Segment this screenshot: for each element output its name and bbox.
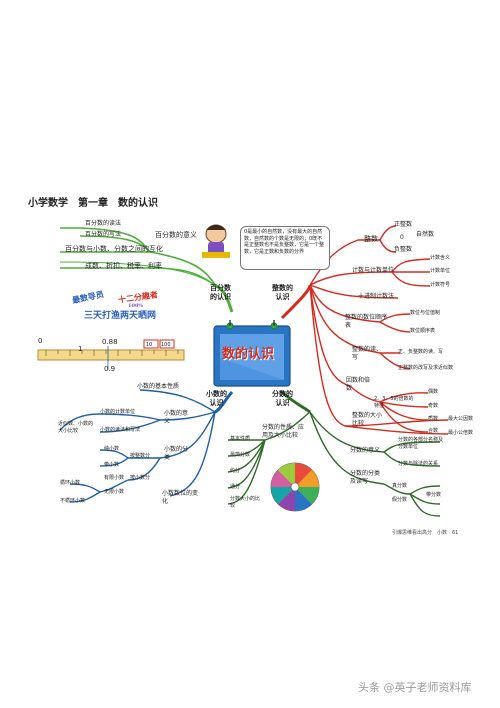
integer-node: 整数 bbox=[364, 235, 378, 243]
percent-conversion-node: 百分数与小数、分数之间的互化 bbox=[65, 245, 163, 253]
lcm-node: 最小公倍数 bbox=[448, 430, 474, 436]
decimal-read-write-node: 小数的读法和写法 bbox=[100, 427, 141, 433]
percent-branch-lines bbox=[59, 227, 234, 313]
decimal-system-node: 十进制计数法 bbox=[358, 293, 395, 300]
page-footer: 引爆思维看出高分 小数 61 bbox=[392, 530, 459, 536]
proper-fraction-node: 真分数 bbox=[392, 483, 408, 489]
fraction-meaning-node: 分数的意义 bbox=[350, 447, 381, 454]
watermark: 头条 @英子老师资料库 bbox=[358, 681, 472, 694]
fraction-pie-illustration bbox=[268, 460, 322, 514]
percent-writing-node: 百分数的写法 bbox=[85, 231, 122, 238]
even-node: 偶数 bbox=[428, 389, 439, 395]
fraction-property-apply-node: 分数的性质、应用及大小比较 bbox=[262, 424, 305, 439]
percent-branch-label: 百分数 的认识 bbox=[210, 284, 231, 302]
fraction-branch-lines bbox=[227, 390, 441, 517]
fraction-compare-node: 分数大小的比较 bbox=[230, 496, 261, 509]
positive-integer-node: 正整数 bbox=[394, 221, 413, 228]
repeating-decimal-node: 循环小数 bbox=[60, 480, 81, 486]
counting-unit-node: 计数单位 bbox=[430, 268, 451, 274]
improper-fraction-node: 假分数 bbox=[392, 497, 408, 503]
mixed-decimal-node: 带小数 bbox=[104, 462, 120, 468]
callout-note: 0是最小的自然数，没有最大的自然数，自然数的个数是无限的；0既不是正整数也不是负… bbox=[240, 226, 330, 270]
integer-place-table-node: 整数的数位顺序表 bbox=[345, 314, 388, 329]
fraction-parts-unit-node: 分数的各部分名称及分数单位 bbox=[398, 437, 444, 450]
divisibility-node: 2、3、5的倍数的特征 bbox=[374, 396, 414, 409]
by-integer-part-node: 按整数分 bbox=[130, 453, 151, 459]
fraction-basic-property-node: 基本性质 bbox=[230, 436, 251, 442]
natural-number-node: 自然数 bbox=[416, 231, 435, 238]
counting-symbol-node: 计数符号 bbox=[430, 282, 451, 288]
decimal-branch-lines bbox=[59, 389, 234, 503]
infinite-decimal-node: 无限小数 bbox=[104, 489, 125, 495]
signed-read-write-node: 正、负整数的读、写 bbox=[398, 349, 444, 355]
place-order-table-node: 数位顺序表 bbox=[410, 328, 436, 334]
finite-decimal-node: 有限小数 bbox=[104, 475, 125, 481]
ruler-label-09: 0.9 bbox=[104, 365, 116, 373]
ruler-label-zero: 0 bbox=[38, 337, 43, 345]
by-decimal-part-node: 按小数分 bbox=[130, 475, 151, 481]
ruler-label-088: 0.88 bbox=[102, 338, 118, 346]
percent-rates-node: 成数、折扣、税率、利率 bbox=[85, 262, 162, 270]
negative-integer-node: 负整数 bbox=[394, 246, 413, 253]
mixed-fraction-node: 带分数 bbox=[426, 492, 442, 498]
integer-branch-lines bbox=[280, 225, 449, 435]
integer-compare-node: 整数的大小比较 bbox=[352, 412, 383, 427]
integer-read-write-node: 整数的读、写 bbox=[352, 346, 383, 361]
counting-and-units-node: 计数与计数单位 bbox=[352, 267, 395, 274]
ruler-label-one: 1 bbox=[78, 345, 83, 353]
decimal-place-shift-node: 小数数位的变化 bbox=[162, 490, 199, 505]
decimal-approx-compare-node: 近似数、小数的大小比较 bbox=[58, 421, 94, 434]
number-ruler-illustration bbox=[36, 336, 186, 372]
common-denominator-node: 通分 bbox=[230, 484, 241, 490]
percent-reading-node: 百分数的读法 bbox=[85, 220, 122, 227]
center-calendar: 数的认识 bbox=[210, 318, 294, 390]
reduce-fraction-node: 约分 bbox=[230, 468, 241, 474]
rewrite-approx-node: 正整数的改写及求近似数 bbox=[398, 365, 454, 371]
pure-decimal-node: 纯小数 bbox=[104, 446, 120, 452]
fraction-division-node: 分数与除法的关系 bbox=[398, 461, 439, 467]
decimal-classification-node: 小数的分类 bbox=[164, 446, 189, 461]
decimal-meaning-node: 小数的意义 bbox=[164, 410, 189, 425]
sticker-slogan: 三天打渔两天晒网 bbox=[84, 311, 157, 321]
non-repeating-decimal-node: 不循环小数 bbox=[60, 498, 86, 504]
decimal-count-unit-node: 小数的计数单位 bbox=[100, 409, 136, 415]
factors-multiples-node: 因数和倍数 bbox=[346, 377, 371, 392]
integer-branch-label: 整数的 认识 bbox=[272, 284, 293, 302]
gcd-node: 最大公因数 bbox=[448, 416, 474, 422]
percent-meaning-node: 百分数的意义 bbox=[155, 231, 197, 239]
zero-node: 0 bbox=[400, 234, 404, 241]
decimal-branch-label: 小数的 认识 bbox=[206, 390, 227, 408]
odd-node: 奇数 bbox=[428, 403, 439, 409]
ruler-label-hundred: 100 bbox=[161, 342, 171, 348]
composite-node: 合数 bbox=[428, 428, 439, 434]
sticker-interest-sub: 100% bbox=[128, 303, 144, 309]
counting-meaning-node: 计数含义 bbox=[430, 255, 451, 261]
center-title: 数的认识 bbox=[222, 347, 275, 362]
fraction-branch-label: 分数的 认识 bbox=[272, 390, 293, 408]
ruler-label-ten: 10 bbox=[146, 342, 153, 348]
prime-node: 质数 bbox=[428, 416, 439, 422]
fraction-types-node: 分数的分类及读写 bbox=[350, 470, 381, 485]
decimal-basic-property-node: 小数的基本性质 bbox=[137, 383, 180, 390]
place-value-node: 数位与位值制 bbox=[410, 310, 441, 316]
page-title: 小学数学 第一章 数的认识 bbox=[28, 198, 158, 209]
cartoon-boy-illustration bbox=[198, 222, 234, 262]
simplest-fraction-node: 最简分数 bbox=[230, 452, 251, 458]
